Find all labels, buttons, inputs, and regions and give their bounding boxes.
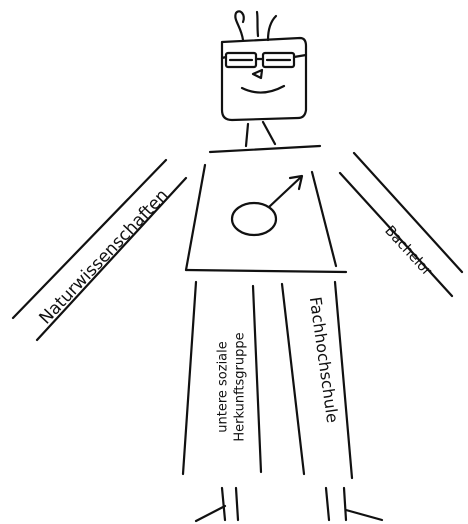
neck-right [261, 120, 277, 146]
right-leg [280, 280, 354, 480]
mouth [240, 84, 286, 94]
head [220, 36, 308, 122]
neck-left [244, 122, 250, 148]
hair [234, 10, 278, 42]
left-arm-label: Naturwissenschaften [35, 186, 172, 329]
left-leg-label-line2: Herkunftsgruppe [233, 332, 248, 441]
male-symbol-icon [230, 174, 304, 237]
right-arm-label: Bachelor [381, 223, 435, 279]
left-leg-label-line1: untere soziale [216, 341, 231, 433]
torso [184, 144, 348, 274]
right-foot [324, 486, 384, 522]
left-arm [11, 158, 188, 342]
left-leg [181, 280, 263, 476]
right-arm [338, 151, 464, 298]
glasses-icon [220, 51, 308, 69]
nose [251, 68, 264, 80]
left-foot [194, 486, 240, 523]
